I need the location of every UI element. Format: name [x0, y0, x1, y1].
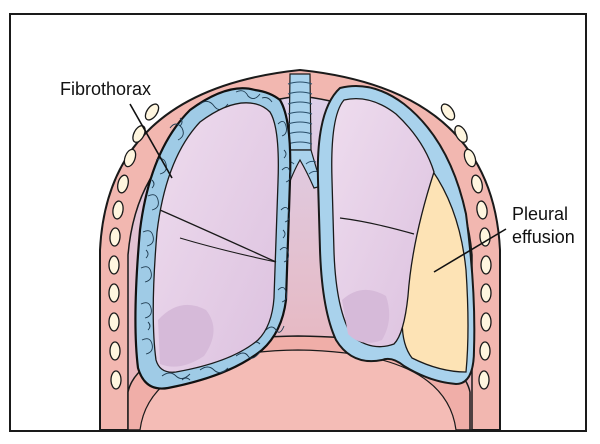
pleural-effusion-label-line2: effusion: [512, 227, 575, 248]
fibrothorax-label: Fibrothorax: [60, 79, 151, 100]
pleural-effusion-label-line1: Pleural: [512, 204, 568, 225]
